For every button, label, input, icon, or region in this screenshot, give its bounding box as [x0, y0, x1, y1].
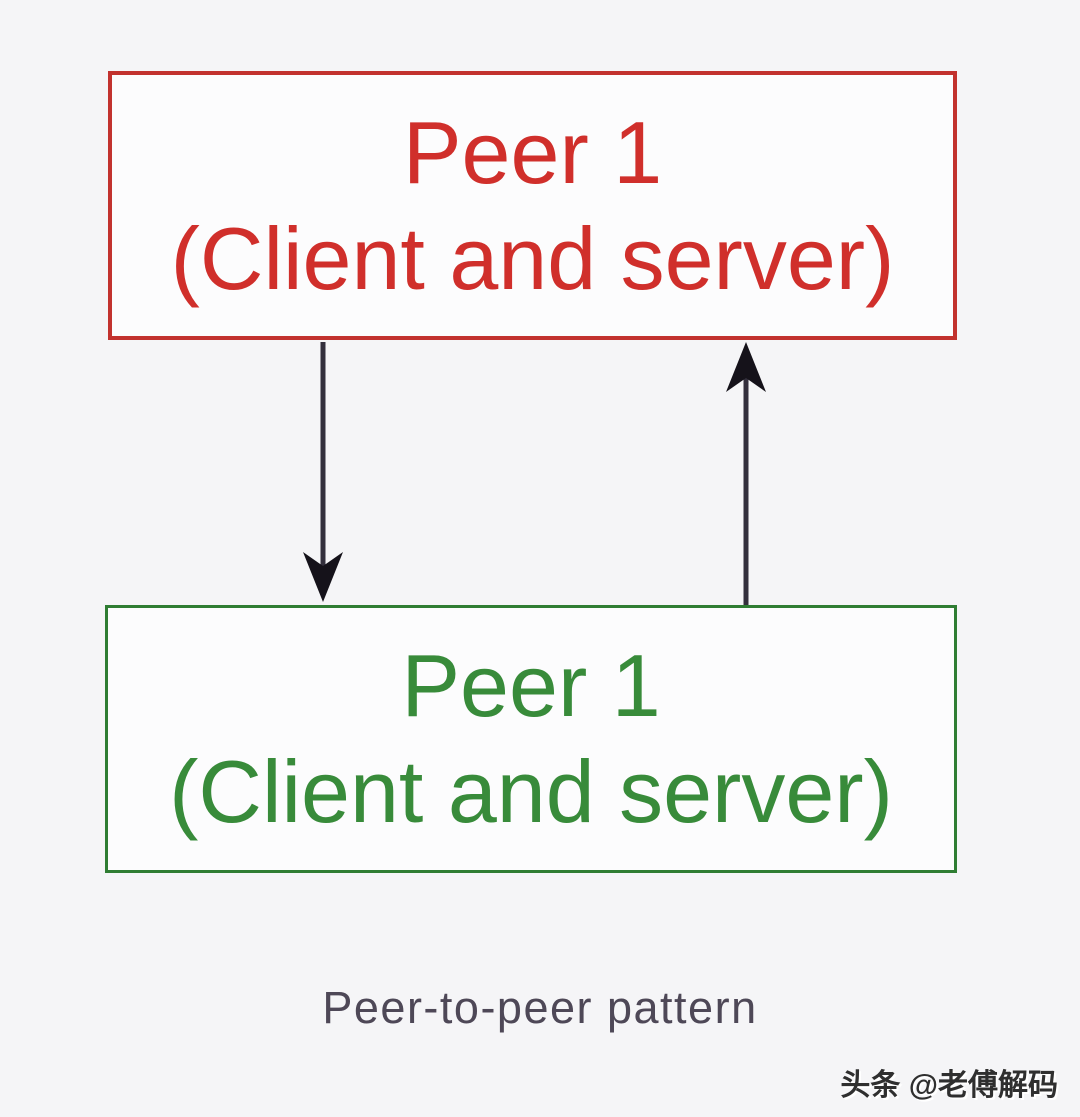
down-arrow-icon: [303, 342, 343, 602]
peer-top-subtitle: (Client and server): [170, 208, 895, 308]
peer-top-title: Peer 1: [402, 102, 663, 202]
peer-node-bottom: Peer 1 (Client and server): [105, 605, 957, 873]
diagram-caption: Peer-to-peer pattern: [322, 982, 758, 1033]
peer-bottom-subtitle: (Client and server): [169, 742, 893, 841]
peer-bottom-title: Peer 1: [401, 636, 661, 735]
up-arrow-icon: [726, 342, 766, 606]
watermark-text: 头条 @老傅解码: [840, 1069, 1058, 1102]
peer-node-top: Peer 1 (Client and server): [108, 71, 957, 340]
